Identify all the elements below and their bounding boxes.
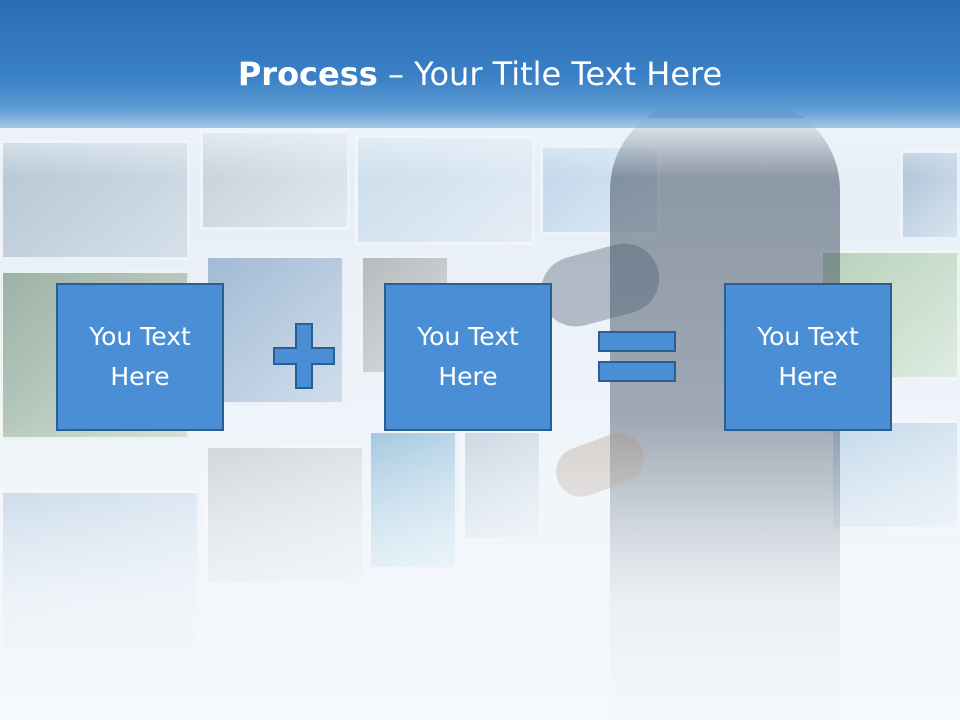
plus-icon [273, 323, 335, 389]
equals-icon [598, 331, 676, 382]
process-box-label: You Text Here [417, 322, 519, 391]
title-bold-text: Process [237, 55, 378, 93]
title-rest-text: – Your Title Text Here [377, 55, 723, 93]
slide-title[interactable]: Process – Your Title Text Here [0, 52, 960, 96]
process-box-3[interactable]: You Text Here [724, 283, 892, 431]
process-box-1[interactable]: You Text Here [56, 283, 224, 431]
background-image-tile [205, 255, 345, 405]
background-glow [0, 118, 960, 178]
background-fade [0, 420, 960, 720]
process-box-label: You Text Here [89, 322, 191, 391]
process-box-2[interactable]: You Text Here [384, 283, 552, 431]
title-bar [0, 0, 960, 128]
process-box-label: You Text Here [757, 322, 859, 391]
